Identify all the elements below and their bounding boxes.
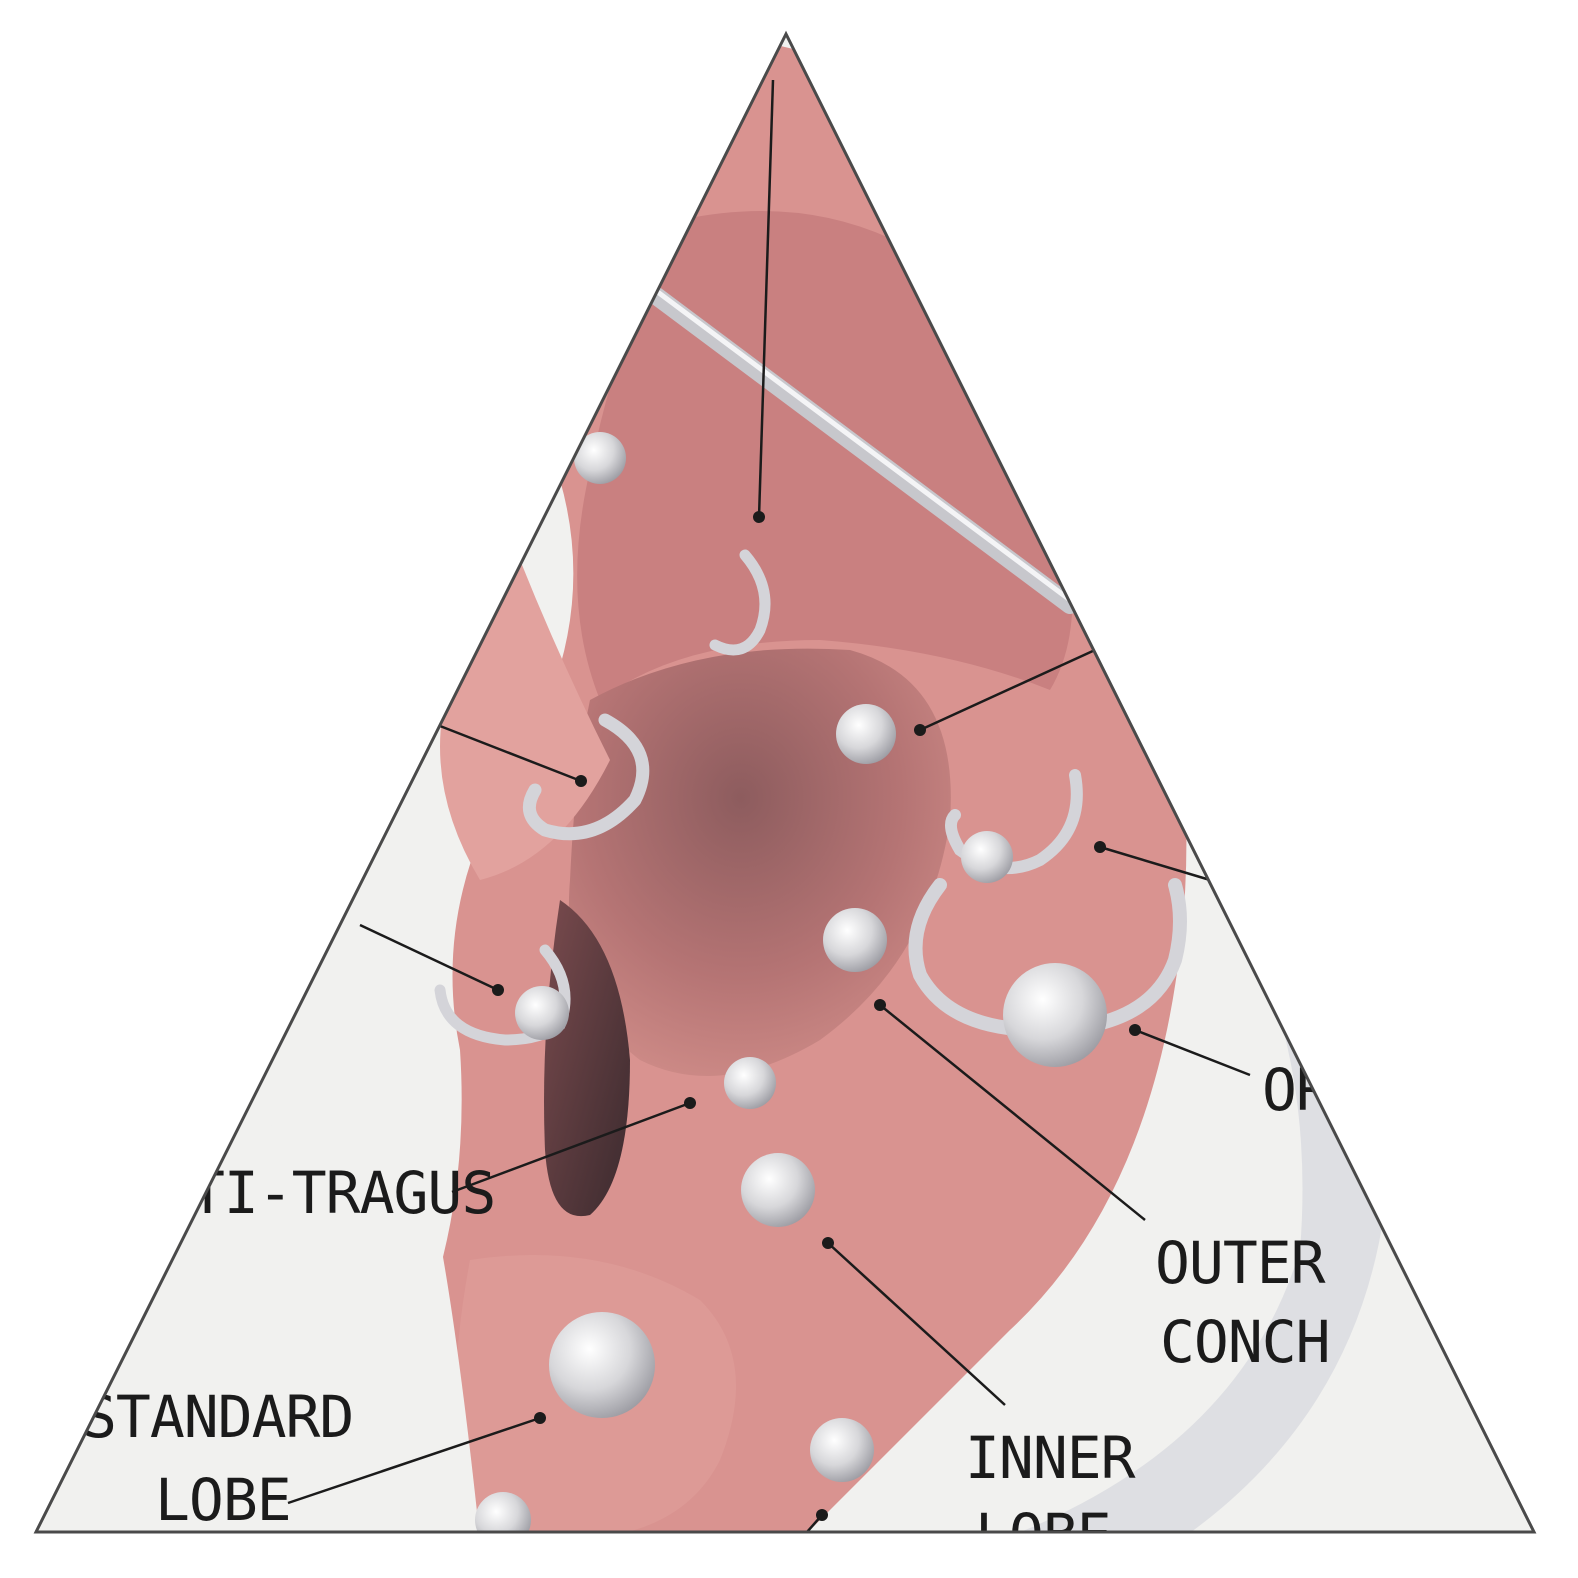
label-inner-lobe-line1: INNER [965,1424,1136,1492]
conch-stud [823,908,887,972]
snug-ball [961,831,1013,883]
inner-lobe-stud [810,1418,874,1482]
industrial-bar [646,286,1079,614]
dot-rook [575,775,587,787]
label-inner-lobe-line2: LOBE [975,1501,1111,1569]
dot-tragus [492,984,504,996]
ear-upper-fold [577,211,1073,700]
rook-ring [522,713,650,841]
leader-dots [492,511,1141,1521]
label-outer-conch-line2: CONCH [1160,1308,1330,1376]
leader-outer-conch [879,1004,1146,1221]
label-standard-lobe-line2: LOBE [155,1466,291,1534]
dot-anti-tragus [684,1097,696,1109]
leader-inner-lobe [827,1242,1006,1406]
dot-standard-lobe [534,1412,546,1424]
industrial-bar-highlight [652,287,1073,603]
leader-snug [1099,845,1211,882]
leader-lines [287,79,1251,1532]
label-outer-conch-line1: OUTER [1155,1229,1326,1297]
leader-tragus [359,923,499,992]
anti-tragus-stud [724,1057,776,1109]
leader-daith [757,79,775,518]
daith-ring [709,549,771,656]
dot-lower [816,1509,828,1521]
dot-orbital [1129,1024,1141,1036]
dot-inner-lobe [822,1237,834,1249]
snug-ring [945,769,1083,874]
lower-lobe-stud [475,1492,531,1532]
inner-conch-stud [836,704,896,764]
leader-standard-lobe [287,1416,541,1505]
dot-outer-conch [874,999,886,1011]
standard-lobe-stud [549,1312,655,1418]
leader-inner-conch [919,648,1096,732]
label-anti-tragus: TI-TRAGUS [190,1159,495,1227]
dot-snug [1094,841,1106,853]
orbital-ball [1003,963,1107,1067]
triangle-frame [33,30,1537,1534]
label-orbital-partial: OR [1262,1056,1331,1124]
label-standard-lobe-line1: STANDARD [82,1383,353,1451]
leader-anti-tragus [451,1101,691,1194]
helix-stud [574,432,626,484]
dot-inner-conch [914,724,926,736]
leader-orbital [1134,1028,1251,1077]
tragus-ball [515,986,569,1040]
dot-daith [753,511,765,523]
leader-rook [439,724,582,783]
outer-conch-stud [741,1153,815,1227]
